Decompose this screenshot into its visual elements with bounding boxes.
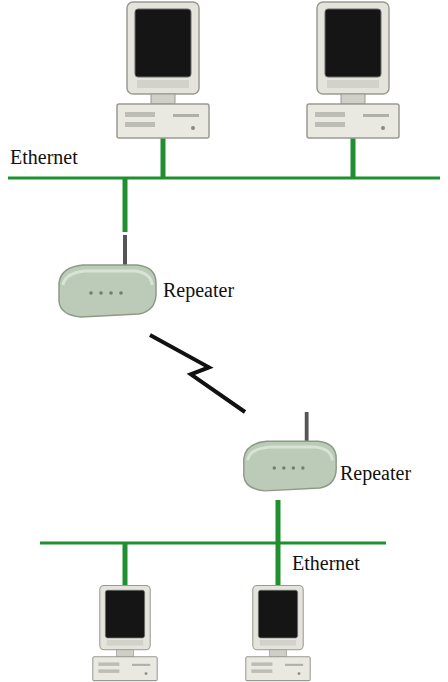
repeater-node: Repeater [240,412,415,512]
repeater-device [55,235,160,330]
network-label: Ethernet [10,146,78,169]
device-label: Repeater [163,279,234,302]
wireless-link [150,335,245,412]
device-label: Repeater [340,462,411,485]
repeater-device [240,412,340,504]
network-label: Ethernet [292,552,360,575]
repeater-node: Repeater [55,235,238,335]
